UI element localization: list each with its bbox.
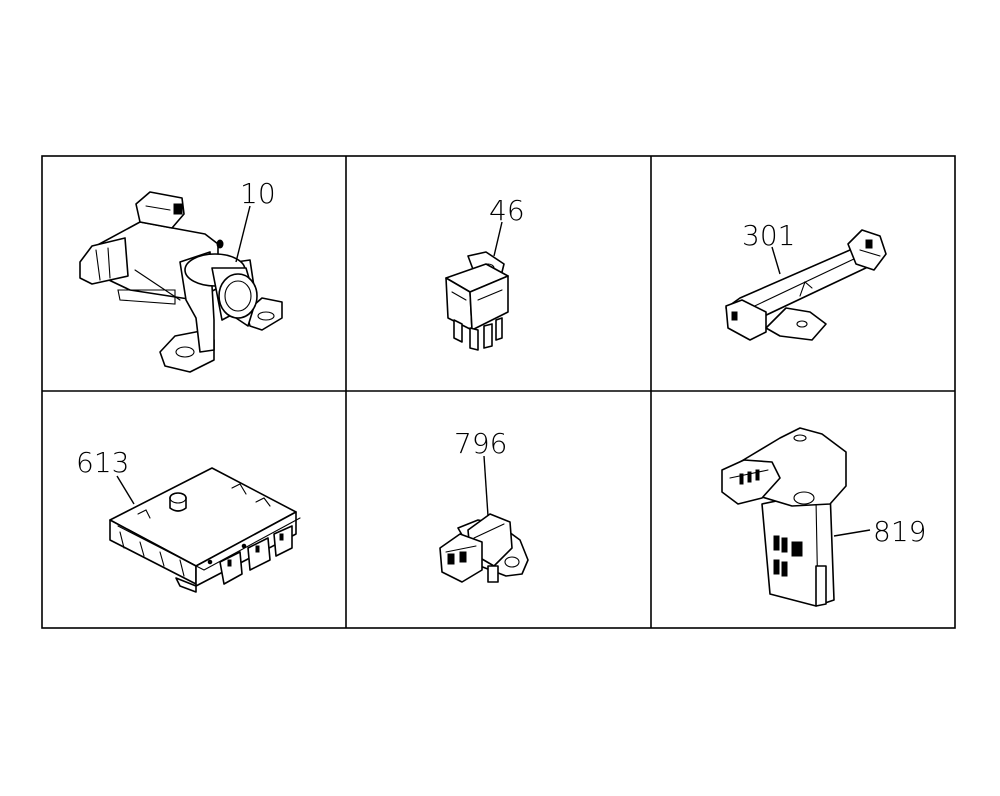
part-10-sensor[interactable] (79, 191, 283, 373)
callout-613-leader (116, 475, 135, 505)
callout-301-leader (771, 246, 781, 275)
callout-613-label: 613 (76, 446, 129, 479)
part-46-relay[interactable] (445, 251, 509, 351)
grid-border (41, 155, 956, 629)
callout-796-leader (483, 455, 489, 517)
callout-796: 796 (454, 427, 507, 517)
callout-819-label: 819 (873, 515, 926, 548)
callout-10: 10 (235, 177, 276, 263)
callout-301-label: 301 (742, 219, 795, 252)
callout-819-leader (833, 529, 871, 537)
part-613-control-module[interactable] (109, 467, 301, 593)
callout-46-label: 46 (489, 194, 525, 227)
callout-10-label: 10 (240, 177, 276, 210)
parts-grid (41, 155, 956, 629)
callout-613: 613 (76, 446, 135, 505)
callout-10-leader (235, 205, 251, 263)
part-819-sensor[interactable] (721, 427, 847, 607)
part-301-sensor[interactable] (725, 229, 887, 341)
callout-301: 301 (742, 219, 795, 275)
callout-796-label: 796 (454, 427, 507, 460)
callout-46-leader (493, 221, 503, 257)
callout-46: 46 (489, 194, 525, 257)
part-796-sensor[interactable] (439, 513, 529, 583)
callout-819: 819 (833, 515, 926, 548)
